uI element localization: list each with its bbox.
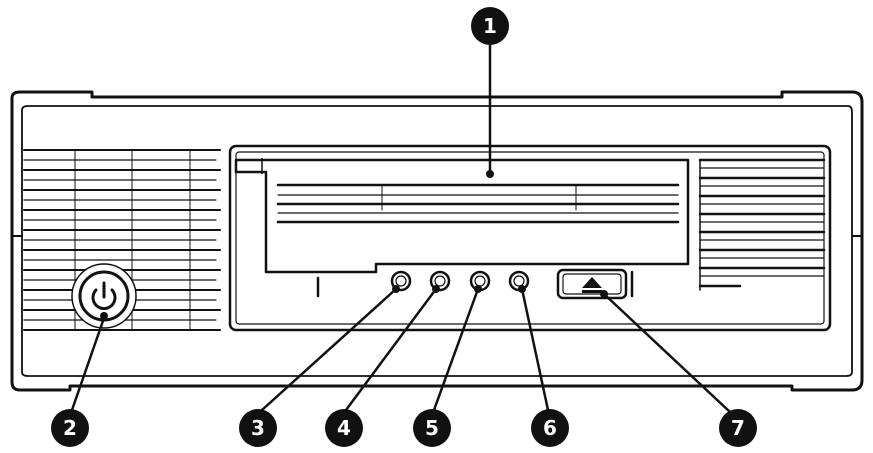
callout-7: 7	[719, 409, 757, 447]
slot-lines	[276, 183, 680, 224]
callout-2: 2	[51, 409, 89, 447]
leader-5	[432, 287, 480, 412]
callout-4-label: 4	[337, 416, 351, 440]
callout-7-label: 7	[731, 416, 745, 440]
callout-5: 5	[413, 409, 451, 447]
leader-6	[520, 287, 550, 412]
callout-leaders	[70, 42, 732, 414]
callout-5-label: 5	[425, 416, 439, 440]
leader-3	[260, 287, 398, 412]
power-icon	[91, 281, 117, 310]
eject-icon	[582, 277, 602, 293]
eject-button[interactable]	[556, 268, 628, 300]
leader-2	[70, 316, 106, 412]
leader-7	[602, 292, 732, 414]
callout-1-label: 1	[483, 14, 497, 38]
callout-3: 3	[239, 409, 277, 447]
callout-2-label: 2	[63, 416, 77, 440]
leader-4	[344, 287, 438, 412]
callout-6: 6	[531, 409, 569, 447]
enclosure	[10, 90, 864, 392]
callout-4: 4	[325, 409, 363, 447]
callout-1: 1	[471, 7, 509, 45]
callout-6-label: 6	[543, 416, 557, 440]
cartridge-slot[interactable]	[234, 158, 690, 274]
callout-3-label: 3	[251, 416, 265, 440]
power-button[interactable]	[71, 263, 137, 329]
right-vent-grille	[698, 158, 826, 291]
leader-dots	[100, 170, 608, 320]
